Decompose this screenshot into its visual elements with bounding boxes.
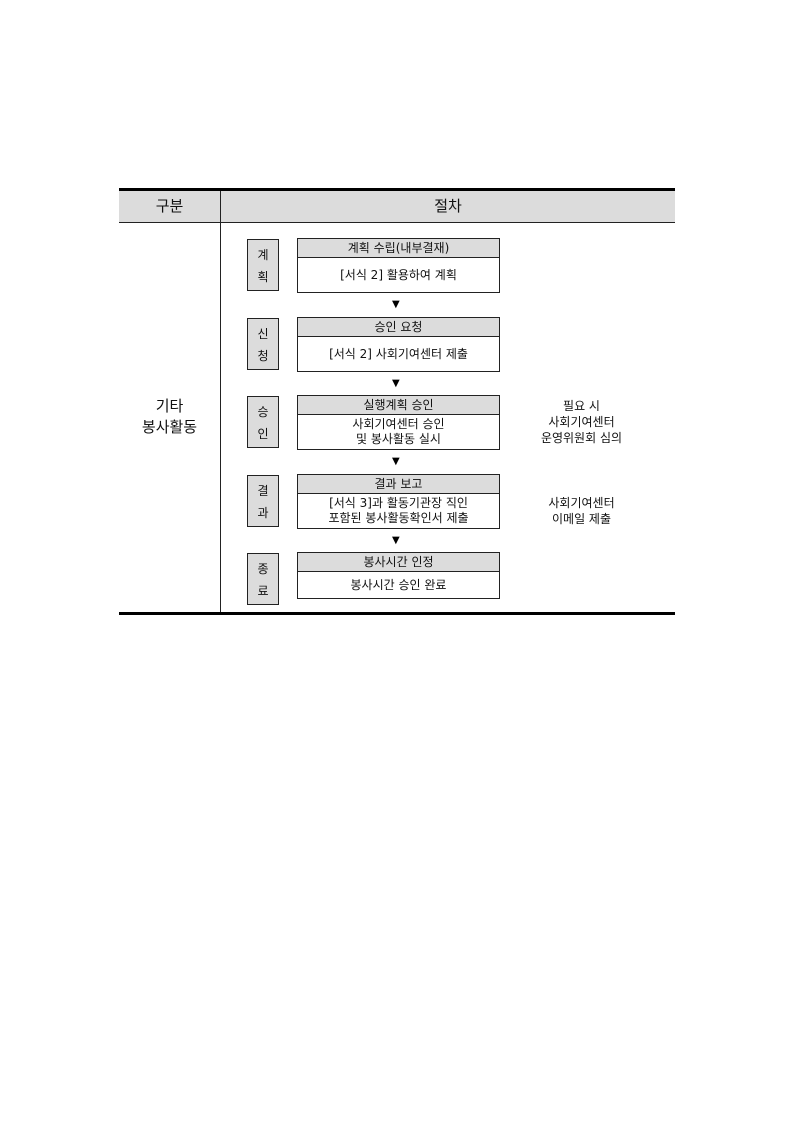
step-body: [서식 2] 활용하여 계획 [340,267,457,282]
header-category: 구분 [155,197,184,215]
step-note-report: 사회기여센터 이메일 제출 [548,496,615,526]
step-box-report: 결과 보고 [서식 3]과 활동기관장 직인 포함된 봉사활동확인서 제출 [297,474,500,529]
step-tag-complete: 종 료 [247,553,279,605]
table-bottom-rule [119,612,675,615]
step-box-plan: 계획 수립(내부결재) [서식 2] 활용하여 계획 [297,238,500,293]
procedure-table: 구분 절차 기타 봉사활동 계 획 계획 수립(내부결재) [서식 2] 활용하… [119,188,675,615]
flow-arrow: ▼ [392,535,400,546]
step-title: 계획 수립(내부결재) [298,239,499,258]
column-divider [220,191,221,612]
step-title: 봉사시간 인정 [298,553,499,572]
step-body: 사회기여센터 승인 및 봉사활동 실시 [352,417,445,446]
flow-arrow: ▼ [392,456,400,467]
category-line2: 봉사활동 [141,418,198,436]
step-tag-report: 결 과 [247,475,279,527]
step-body: [서식 2] 사회기여센터 제출 [329,346,468,361]
step-box-complete: 봉사시간 인정 봉사시간 승인 완료 [297,552,500,599]
category-cell: 기타 봉사활동 [119,396,220,438]
step-title: 실행계획 승인 [298,396,499,415]
flow-arrow: ▼ [392,378,400,389]
table-header-band [119,191,675,222]
header-procedure: 절차 [434,197,462,215]
step-body: 봉사시간 승인 완료 [350,577,447,592]
table-top-rule [119,188,675,191]
step-tag-apply: 신 청 [247,318,279,370]
step-box-apply: 승인 요청 [서식 2] 사회기여센터 제출 [297,317,500,372]
step-box-approve: 실행계획 승인 사회기여센터 승인 및 봉사활동 실시 [297,395,500,450]
step-body: [서식 3]과 활동기관장 직인 포함된 봉사활동확인서 제출 [328,496,469,525]
step-title: 결과 보고 [298,475,499,494]
table-header-rule [119,222,675,223]
category-line1: 기타 [155,397,184,415]
step-tag-plan: 계 획 [247,239,279,291]
step-note-approve: 필요 시 사회기여센터 운영위원회 심의 [540,399,623,445]
step-title: 승인 요청 [298,318,499,337]
flow-arrow: ▼ [392,299,400,310]
step-tag-approve: 승 인 [247,396,279,448]
